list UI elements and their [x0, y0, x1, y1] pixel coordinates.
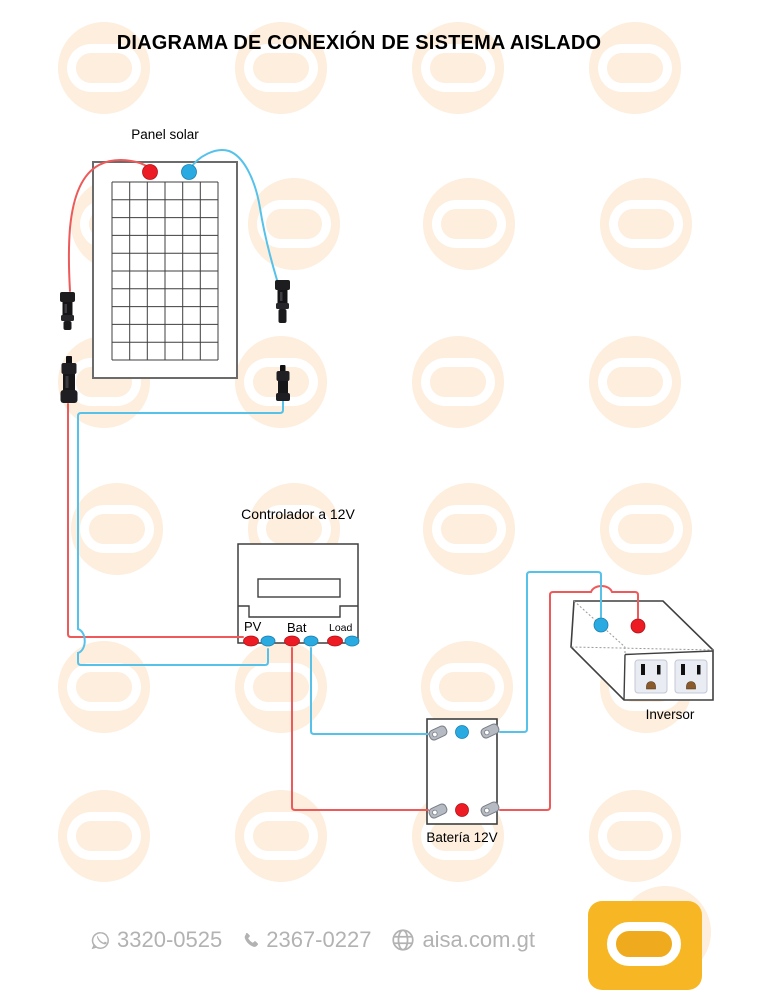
mc4-connector-bottom-left [60, 356, 78, 403]
terminal-label-bat: Bat [287, 620, 307, 635]
phone-icon [241, 931, 260, 950]
positive-wires [67, 159, 639, 811]
website-url: aisa.com.gt [422, 927, 535, 952]
positive-terminals [142, 164, 646, 817]
website-contact: aisa.com.gt [390, 927, 535, 953]
outlet-right [674, 659, 708, 694]
solar-panel-grid [111, 181, 219, 361]
whatsapp-icon [90, 930, 111, 951]
controller-display [257, 578, 341, 598]
charge-controller [237, 543, 359, 644]
negative-terminals [181, 164, 609, 739]
whatsapp-number: 3320-0525 [117, 927, 223, 952]
battery-lugs [428, 723, 500, 819]
inverter [570, 600, 714, 701]
mc4-connector-top-left [60, 292, 75, 330]
phone-contact: 2367-0227 [241, 927, 371, 953]
phone-number: 2367-0227 [266, 927, 372, 952]
whatsapp-contact: 3320-0525 [90, 927, 222, 953]
footer-contacts: 3320-0525 2367-0227 aisa.com.gt [90, 927, 535, 953]
solar-panel-label: Panel solar [131, 127, 199, 142]
mc4-connector-bottom-right [276, 365, 290, 401]
controller-label: Controlador a 12V [241, 506, 355, 522]
inverter-hidden-edges [571, 600, 714, 655]
negative-wires [77, 149, 602, 735]
terminal-label-pv: PV [244, 619, 262, 634]
aisa-logo [588, 901, 702, 990]
solar-panel [92, 161, 238, 379]
aisa-logo-ring [607, 922, 681, 966]
inverter-label: Inversor [645, 707, 695, 722]
globe-icon [390, 927, 416, 953]
mc4-connector-top-right [275, 280, 290, 323]
outlet-left [634, 659, 668, 694]
battery-label: Batería 12V [426, 830, 498, 845]
page-title: DIAGRAMA DE CONEXIÓN DE SISTEMA AISLADO [116, 32, 602, 54]
terminal-label-load: Load [329, 622, 353, 634]
